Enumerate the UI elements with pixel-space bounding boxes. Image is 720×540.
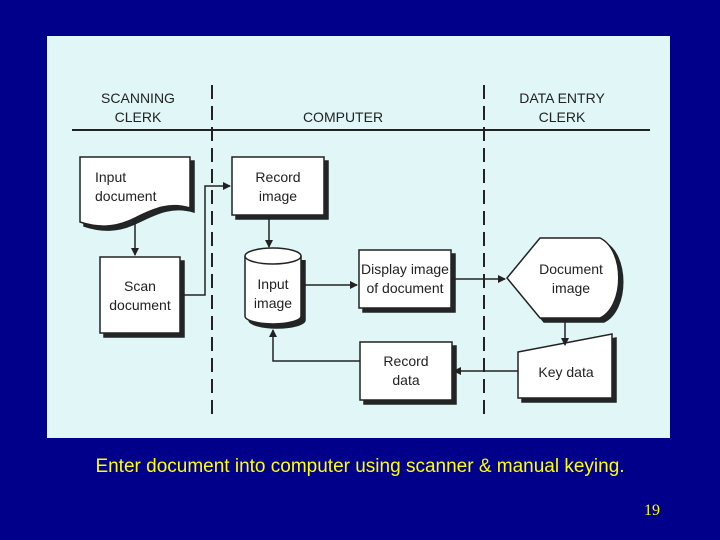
lane-data-entry-clerk-line2: CLERK — [539, 109, 586, 125]
key-data-node: Key data — [517, 333, 613, 399]
record-image-label-line1: Record — [255, 169, 300, 185]
input-document-node: Input document — [79, 156, 191, 227]
scan-document-node: Scan document — [99, 256, 181, 334]
document-image-label-line2: image — [552, 280, 590, 296]
display-image-label-line1: Display image — [361, 261, 449, 277]
display-image-node: Display image of document — [358, 249, 452, 309]
record-image-node: Record image — [231, 156, 325, 216]
record-data-node: Record data — [359, 341, 453, 401]
input-image-label-line1: Input — [257, 276, 288, 292]
lane-scanning-clerk-line1: SCANNING — [101, 90, 175, 106]
lane-computer: COMPUTER — [303, 109, 383, 125]
record-data-label-line2: data — [392, 372, 419, 388]
scan-document-label-line1: Scan — [124, 278, 156, 294]
input-image-label-line2: image — [254, 295, 292, 311]
input-document-label-line1: Input — [95, 169, 126, 185]
input-image-node: Input image — [244, 247, 302, 325]
record-data-label-line1: Record — [383, 353, 428, 369]
document-image-label-line1: Document — [539, 261, 603, 277]
lane-data-entry-clerk-line1: DATA ENTRY — [519, 90, 605, 106]
lane-scanning-clerk-line2: CLERK — [115, 109, 162, 125]
arrow-record-data-to-input-image — [269, 329, 360, 362]
arrow-scan-to-record-image — [180, 182, 231, 296]
page-number: 19 — [644, 502, 660, 519]
scan-document-label-line2: document — [109, 297, 171, 313]
document-image-node: Document image — [506, 237, 620, 319]
slide-caption: Enter document into computer using scann… — [95, 456, 625, 477]
key-data-label: Key data — [538, 364, 593, 380]
display-image-label-line2: of document — [366, 280, 443, 296]
record-image-label-line2: image — [259, 188, 297, 204]
input-document-label-line2: document — [95, 188, 157, 204]
